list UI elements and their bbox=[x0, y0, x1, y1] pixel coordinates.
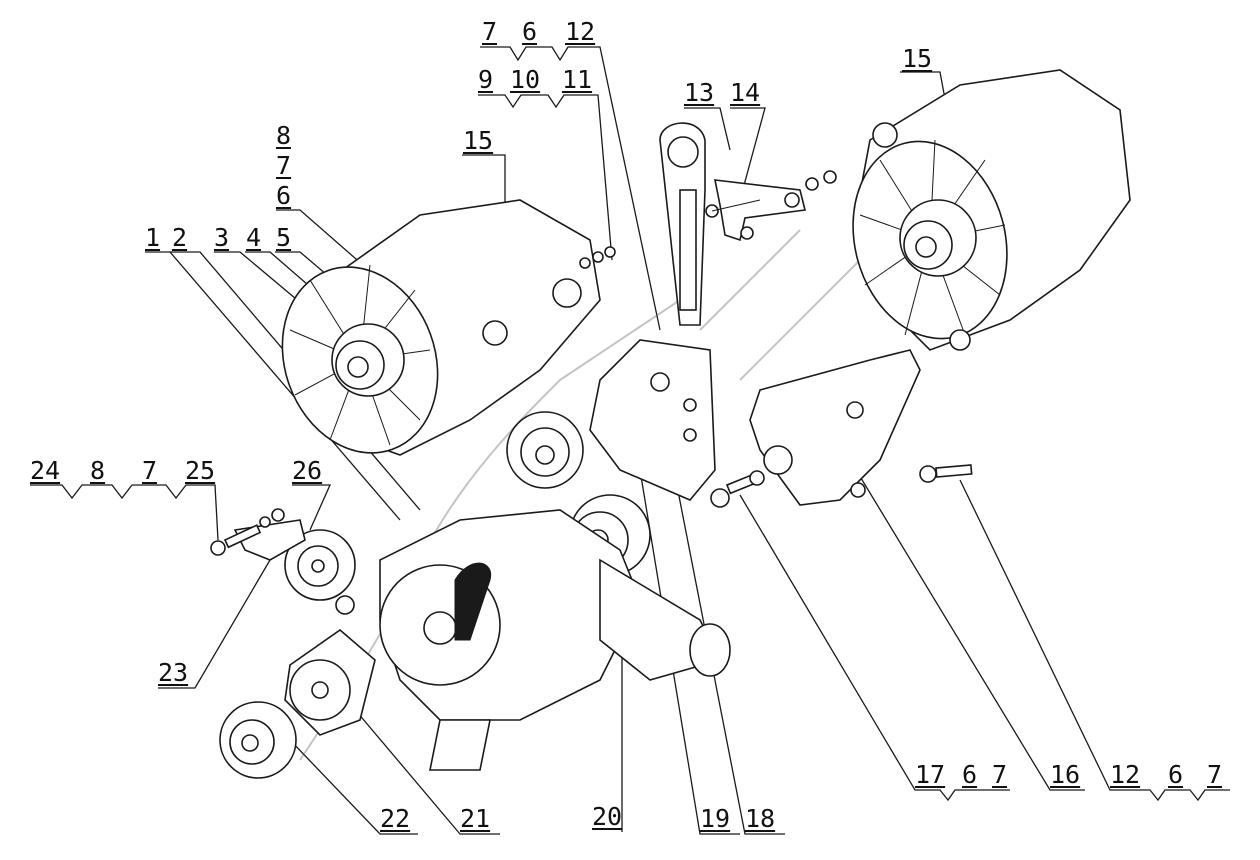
callout-10: 10 bbox=[510, 65, 541, 94]
callout-7-left: 7 bbox=[142, 456, 158, 485]
alternator-left bbox=[281, 199, 601, 456]
callout-26: 26 bbox=[292, 456, 323, 485]
callout-7-top: 7 bbox=[482, 17, 498, 46]
callout-9: 9 bbox=[478, 65, 494, 94]
callout-2: 2 bbox=[172, 223, 188, 252]
callout-18: 18 bbox=[745, 804, 776, 833]
callout-21: 21 bbox=[460, 804, 491, 833]
leader-lines bbox=[30, 46, 1230, 835]
callout-7-lower: 7 bbox=[992, 760, 1008, 789]
callout-6-top: 6 bbox=[522, 17, 538, 46]
callout-12-right: 12 bbox=[1110, 760, 1141, 789]
callout-24: 24 bbox=[30, 456, 61, 485]
callout-3: 3 bbox=[214, 223, 230, 252]
callout-20: 20 bbox=[592, 802, 623, 831]
belt-tensioner bbox=[219, 628, 376, 779]
alternator-right bbox=[852, 69, 1131, 351]
callout-6-right: 6 bbox=[1168, 760, 1184, 789]
bracket-mount bbox=[749, 349, 921, 506]
idler-pulley-center bbox=[506, 411, 584, 489]
callout-6-stack: 6 bbox=[276, 181, 292, 210]
callout-6-lower: 6 bbox=[962, 760, 978, 789]
callout-12-top: 12 bbox=[565, 17, 596, 46]
callout-1: 1 bbox=[145, 223, 161, 252]
callout-25: 25 bbox=[185, 456, 216, 485]
adjusting-arm bbox=[659, 122, 706, 326]
water-pump-housing bbox=[379, 509, 731, 771]
callout-22: 22 bbox=[380, 804, 411, 833]
callout-7-stack: 7 bbox=[276, 151, 292, 180]
callout-17: 17 bbox=[915, 760, 946, 789]
bolt-washer-sets bbox=[210, 199, 973, 556]
callout-19: 19 bbox=[700, 804, 731, 833]
callout-11: 11 bbox=[562, 65, 593, 94]
callout-8-stack: 8 bbox=[276, 121, 292, 150]
center-bracket bbox=[589, 339, 716, 501]
callout-4: 4 bbox=[246, 223, 262, 252]
tension-link bbox=[713, 170, 837, 242]
callout-7-right: 7 bbox=[1207, 760, 1223, 789]
callout-5: 5 bbox=[276, 223, 292, 252]
callout-15-right: 15 bbox=[902, 44, 933, 73]
callout-15-left: 15 bbox=[463, 126, 494, 155]
callout-14: 14 bbox=[730, 78, 761, 107]
callout-16: 16 bbox=[1050, 760, 1081, 789]
callout-8-left: 8 bbox=[90, 456, 106, 485]
callout-23: 23 bbox=[158, 658, 189, 687]
callout-13: 13 bbox=[684, 78, 715, 107]
